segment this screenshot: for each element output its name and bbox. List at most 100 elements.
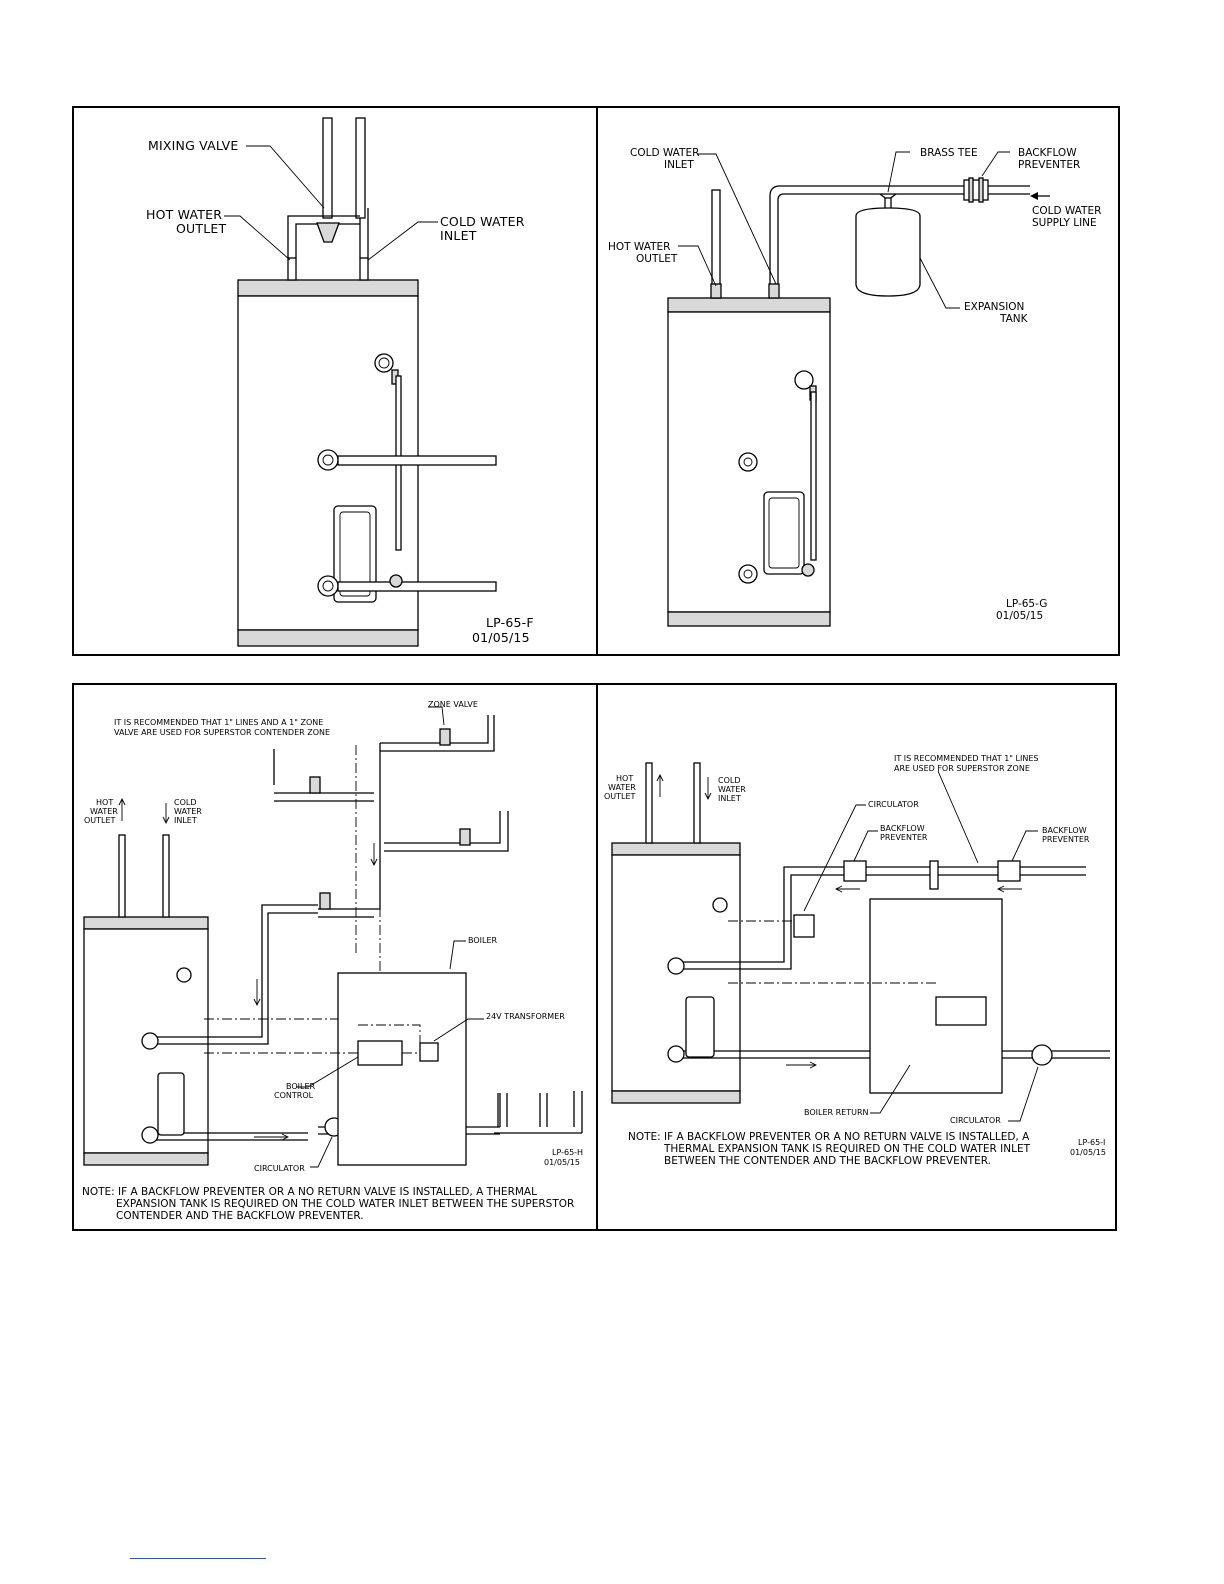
label-backflow-left-line2: PREVENTER bbox=[880, 833, 928, 842]
boiler-return-diagram: IT IS RECOMMENDED THAT 1" LINES ARE USED… bbox=[604, 754, 1110, 1167]
label-hot-water-line2: OUTLET bbox=[636, 253, 678, 265]
drawing-id: LP-65-G bbox=[1006, 598, 1047, 610]
label-backflow-line1: BACKFLOW bbox=[1018, 147, 1077, 159]
circulator-top bbox=[793, 914, 815, 938]
label-circulator: CIRCULATOR bbox=[254, 1164, 305, 1173]
drawing-id: LP-65-F bbox=[486, 615, 534, 630]
diagram-panel-boiler-zone-valve: IT IS RECOMMENDED THAT 1" LINES AND A 1"… bbox=[72, 683, 598, 1231]
transformer bbox=[419, 1042, 439, 1062]
label-boiler-control-line2: CONTROL bbox=[274, 1091, 314, 1100]
tank-bottom-band bbox=[83, 1152, 209, 1166]
leader-boiler-return bbox=[870, 1064, 911, 1114]
recommendation-line2: ARE USED FOR SUPERSTOR ZONE bbox=[894, 764, 1030, 773]
label-hot-line2: WATER bbox=[90, 807, 118, 816]
label-cold-line3: INLET bbox=[718, 794, 741, 803]
tank-bottom-band bbox=[237, 629, 419, 647]
label-boiler-return: BOILER RETURN bbox=[804, 1108, 869, 1117]
label-cold-line1: COLD bbox=[174, 798, 197, 807]
label-backflow-left-line1: BACKFLOW bbox=[880, 824, 925, 833]
recommendation-line1: IT IS RECOMMENDED THAT 1" LINES bbox=[894, 754, 1038, 763]
zone-line-2 bbox=[384, 811, 509, 852]
label-cold-line1: COLD bbox=[718, 776, 741, 785]
flow-arrow bbox=[1030, 192, 1038, 200]
label-boiler: BOILER bbox=[468, 936, 498, 945]
label-hot-line1: HOT bbox=[616, 774, 633, 783]
zone-line-3 bbox=[380, 715, 495, 752]
leader-brass-tee bbox=[887, 151, 910, 193]
leader-backflow-right bbox=[1011, 830, 1038, 862]
drawing-id: LP-65-H bbox=[552, 1148, 583, 1157]
boiler-zone-valve-diagram: IT IS RECOMMENDED THAT 1" LINES AND A 1"… bbox=[82, 700, 583, 1222]
note-line1: NOTE: IF A BACKFLOW PREVENTER OR A NO RE… bbox=[628, 1131, 1030, 1143]
drain-valve bbox=[389, 574, 403, 588]
label-supply-line2: SUPPLY LINE bbox=[1032, 217, 1097, 229]
label-cold-water-line2: INLET bbox=[440, 228, 477, 243]
label-expansion-line2: TANK bbox=[999, 313, 1029, 325]
boiler-control bbox=[357, 1040, 403, 1066]
backflow-preventer-left bbox=[843, 860, 867, 882]
label-backflow-line2: PREVENTER bbox=[1018, 159, 1080, 171]
label-cold-line2: WATER bbox=[718, 785, 746, 794]
cold-arrow bbox=[162, 803, 170, 825]
zone-valve-4 bbox=[319, 892, 331, 910]
hot-outlet-pipe bbox=[118, 834, 126, 918]
leader-circulator-top bbox=[803, 804, 866, 912]
recommendation-line1: IT IS RECOMMENDED THAT 1" LINES AND A 1"… bbox=[114, 718, 323, 727]
lower-fitting bbox=[317, 575, 339, 597]
label-mixing-valve: MIXING VALVE bbox=[148, 138, 238, 153]
note-line2: THERMAL EXPANSION TANK IS REQUIRED ON TH… bbox=[663, 1143, 1031, 1155]
drawing-date: 01/05/15 bbox=[996, 610, 1043, 622]
middle-fitting bbox=[317, 449, 339, 471]
diagram-panel-boiler-return: IT IS RECOMMENDED THAT 1" LINES ARE USED… bbox=[596, 683, 1117, 1231]
lower-side-pipe bbox=[337, 581, 497, 592]
cold-supply-pipe bbox=[355, 117, 366, 219]
drawing-date: 01/05/15 bbox=[1070, 1148, 1106, 1157]
hot-arrow bbox=[118, 797, 126, 821]
control-panel bbox=[685, 996, 715, 1058]
leader-backflow-left bbox=[853, 830, 878, 862]
expansion-tank bbox=[855, 207, 921, 297]
leader-hot-outlet bbox=[224, 215, 291, 261]
label-cold-water-line1: COLD WATER bbox=[630, 147, 699, 159]
header-pipe bbox=[318, 743, 381, 918]
drawing-date: 01/05/15 bbox=[544, 1158, 580, 1167]
leader-zone-valve bbox=[428, 706, 445, 726]
hot-nipple bbox=[710, 283, 722, 299]
backflow-preventer-right bbox=[997, 860, 1021, 882]
label-backflow-right-line1: BACKFLOW bbox=[1042, 826, 1087, 835]
drawing-id: LP-65-I bbox=[1078, 1138, 1105, 1147]
label-backflow-right-line2: PREVENTER bbox=[1042, 835, 1090, 844]
footer-rule bbox=[130, 1558, 266, 1559]
leader-backflow bbox=[981, 151, 1010, 177]
label-brass-tee: BRASS TEE bbox=[920, 147, 978, 159]
label-hot-line3: OUTLET bbox=[604, 792, 636, 801]
label-supply-line1: COLD WATER bbox=[1032, 205, 1101, 217]
note-line1: NOTE: IF A BACKFLOW PREVENTER OR A NO RE… bbox=[82, 1186, 537, 1198]
hot-riser-pipe bbox=[287, 215, 318, 258]
label-cold-line3: INLET bbox=[174, 816, 197, 825]
label-zone-valve: ZONE VALVE bbox=[428, 700, 478, 709]
zone-valve-2 bbox=[459, 828, 471, 846]
mixed-outlet-pipe bbox=[322, 117, 333, 219]
tee-to-boiler bbox=[929, 860, 939, 890]
control-panel bbox=[333, 505, 377, 603]
mixing-valve-body bbox=[316, 222, 340, 243]
control-panel bbox=[763, 491, 805, 575]
control-panel bbox=[157, 1072, 185, 1136]
drain-valve bbox=[801, 563, 815, 577]
label-hot-water-line1: HOT WATER bbox=[146, 207, 222, 222]
leader-transformer bbox=[433, 1018, 484, 1042]
cold-nipple bbox=[768, 283, 780, 299]
tank-bottom-band bbox=[611, 1090, 741, 1104]
leader-boiler-control bbox=[296, 1056, 359, 1088]
label-cold-water-line2: INLET bbox=[664, 159, 694, 171]
tank-top-band bbox=[667, 297, 831, 313]
hot-outlet-pipe bbox=[645, 762, 653, 844]
expansion-tank-diagram: COLD WATER INLET BRASS TEE BACKFLOW PREV… bbox=[608, 147, 1101, 627]
hot-outlet-pipe bbox=[711, 189, 721, 299]
label-circulator-bottom: CIRCULATOR bbox=[950, 1116, 1001, 1125]
tank-top-band bbox=[83, 916, 209, 930]
tank-bottom-band bbox=[667, 611, 831, 627]
label-hot-line3: OUTLET bbox=[84, 816, 116, 825]
cold-inlet-pipe bbox=[693, 762, 701, 844]
